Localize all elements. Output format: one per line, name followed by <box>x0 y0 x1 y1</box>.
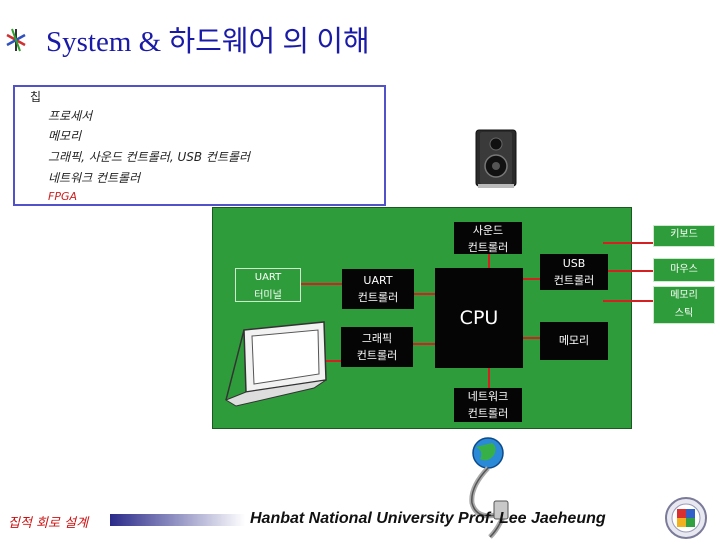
bus-line-usb <box>522 278 540 280</box>
page-title: System & 하드웨어 의 이해 <box>46 26 370 58</box>
memory-stick-line2: 스틱 <box>674 308 694 319</box>
network-controller-line1: 네트워크 <box>467 390 509 403</box>
graphics-controller: 그래픽 컨트롤러 <box>341 327 413 367</box>
bus-line-uart-terminal <box>290 283 342 285</box>
bus-line-memory <box>522 337 540 339</box>
sound-controller-line2: 컨트롤러 <box>467 241 509 254</box>
title-logo-icon <box>4 27 28 53</box>
keyboard-peripheral: 키보드 <box>653 225 715 247</box>
network-controller: 네트워크 컨트롤러 <box>454 388 522 422</box>
uart-controller: UART 컨트롤러 <box>342 269 414 309</box>
bus-line-mouse <box>603 270 653 272</box>
bus-line-memory-stick <box>603 300 653 302</box>
chip-item-controllers: 그래픽, 사운드 컨트롤러, USB 컨트롤러 <box>48 150 251 164</box>
chip-item-network: 네트워크 컨트롤러 <box>48 171 141 185</box>
bus-line-keyboard <box>603 242 653 244</box>
network-globe-icon <box>450 435 530 544</box>
monitor-icon <box>224 320 334 416</box>
chip-list-box <box>13 85 386 206</box>
uart-terminal-line2: 터미널 <box>254 290 282 301</box>
footer-institution: Hanbat National University Prof. Lee Jae… <box>250 510 606 527</box>
uart-terminal: UART 터미널 <box>235 268 301 302</box>
memory-stick-line1: 메모리 <box>670 290 698 301</box>
usb-controller: USB 컨트롤러 <box>540 254 608 290</box>
chip-item-memory: 메모리 <box>48 129 82 143</box>
bus-line-monitor <box>325 360 341 362</box>
network-controller-line2: 컨트롤러 <box>467 407 509 420</box>
usb-controller-line1: USB <box>562 257 586 270</box>
usb-controller-line2: 컨트롤러 <box>553 274 595 287</box>
cpu-block: CPU <box>435 268 523 368</box>
bus-line-network <box>488 367 490 390</box>
sound-controller-line1: 사운드 <box>472 224 504 237</box>
graphics-controller-line2: 컨트롤러 <box>356 349 398 362</box>
memory-block: 메모리 <box>540 322 608 360</box>
uart-terminal-line1: UART <box>254 272 282 283</box>
university-seal-icon <box>664 496 708 544</box>
uart-controller-line1: UART <box>363 274 393 287</box>
footer-gradient-bar <box>110 514 245 526</box>
bus-line-graphics <box>413 343 435 345</box>
footer-course-title: 집적 회로 설계 <box>8 516 89 531</box>
graphics-controller-line1: 그래픽 <box>361 332 393 345</box>
bus-line-uart <box>413 293 435 295</box>
memory-stick-peripheral: 메모리 스틱 <box>653 286 715 324</box>
sound-controller: 사운드 컨트롤러 <box>454 222 522 254</box>
speaker-icon <box>470 128 522 194</box>
uart-controller-line2: 컨트롤러 <box>357 291 399 304</box>
mouse-peripheral: 마우스 <box>653 258 715 282</box>
chip-item-processor: 프로세서 <box>48 109 93 123</box>
chip-item-fpga: FPGA <box>48 190 78 203</box>
chip-label: 칩 <box>30 90 42 104</box>
